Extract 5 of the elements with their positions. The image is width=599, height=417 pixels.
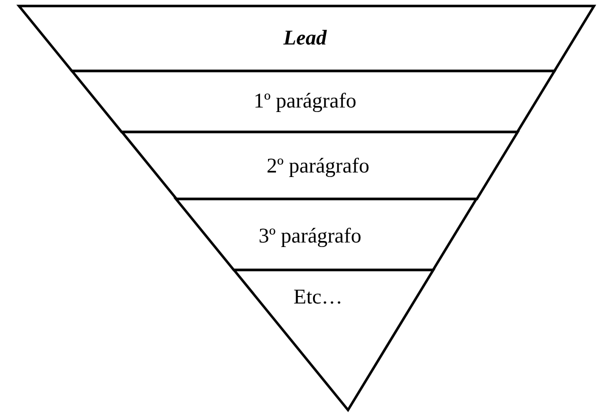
band-label: 2º parágrafo	[266, 156, 370, 176]
band-label: Etc…	[294, 286, 342, 308]
band-label: Lead	[283, 28, 327, 48]
band-label: 1º parágrafo	[254, 90, 356, 112]
band-label: 3º parágrafo	[258, 226, 362, 246]
